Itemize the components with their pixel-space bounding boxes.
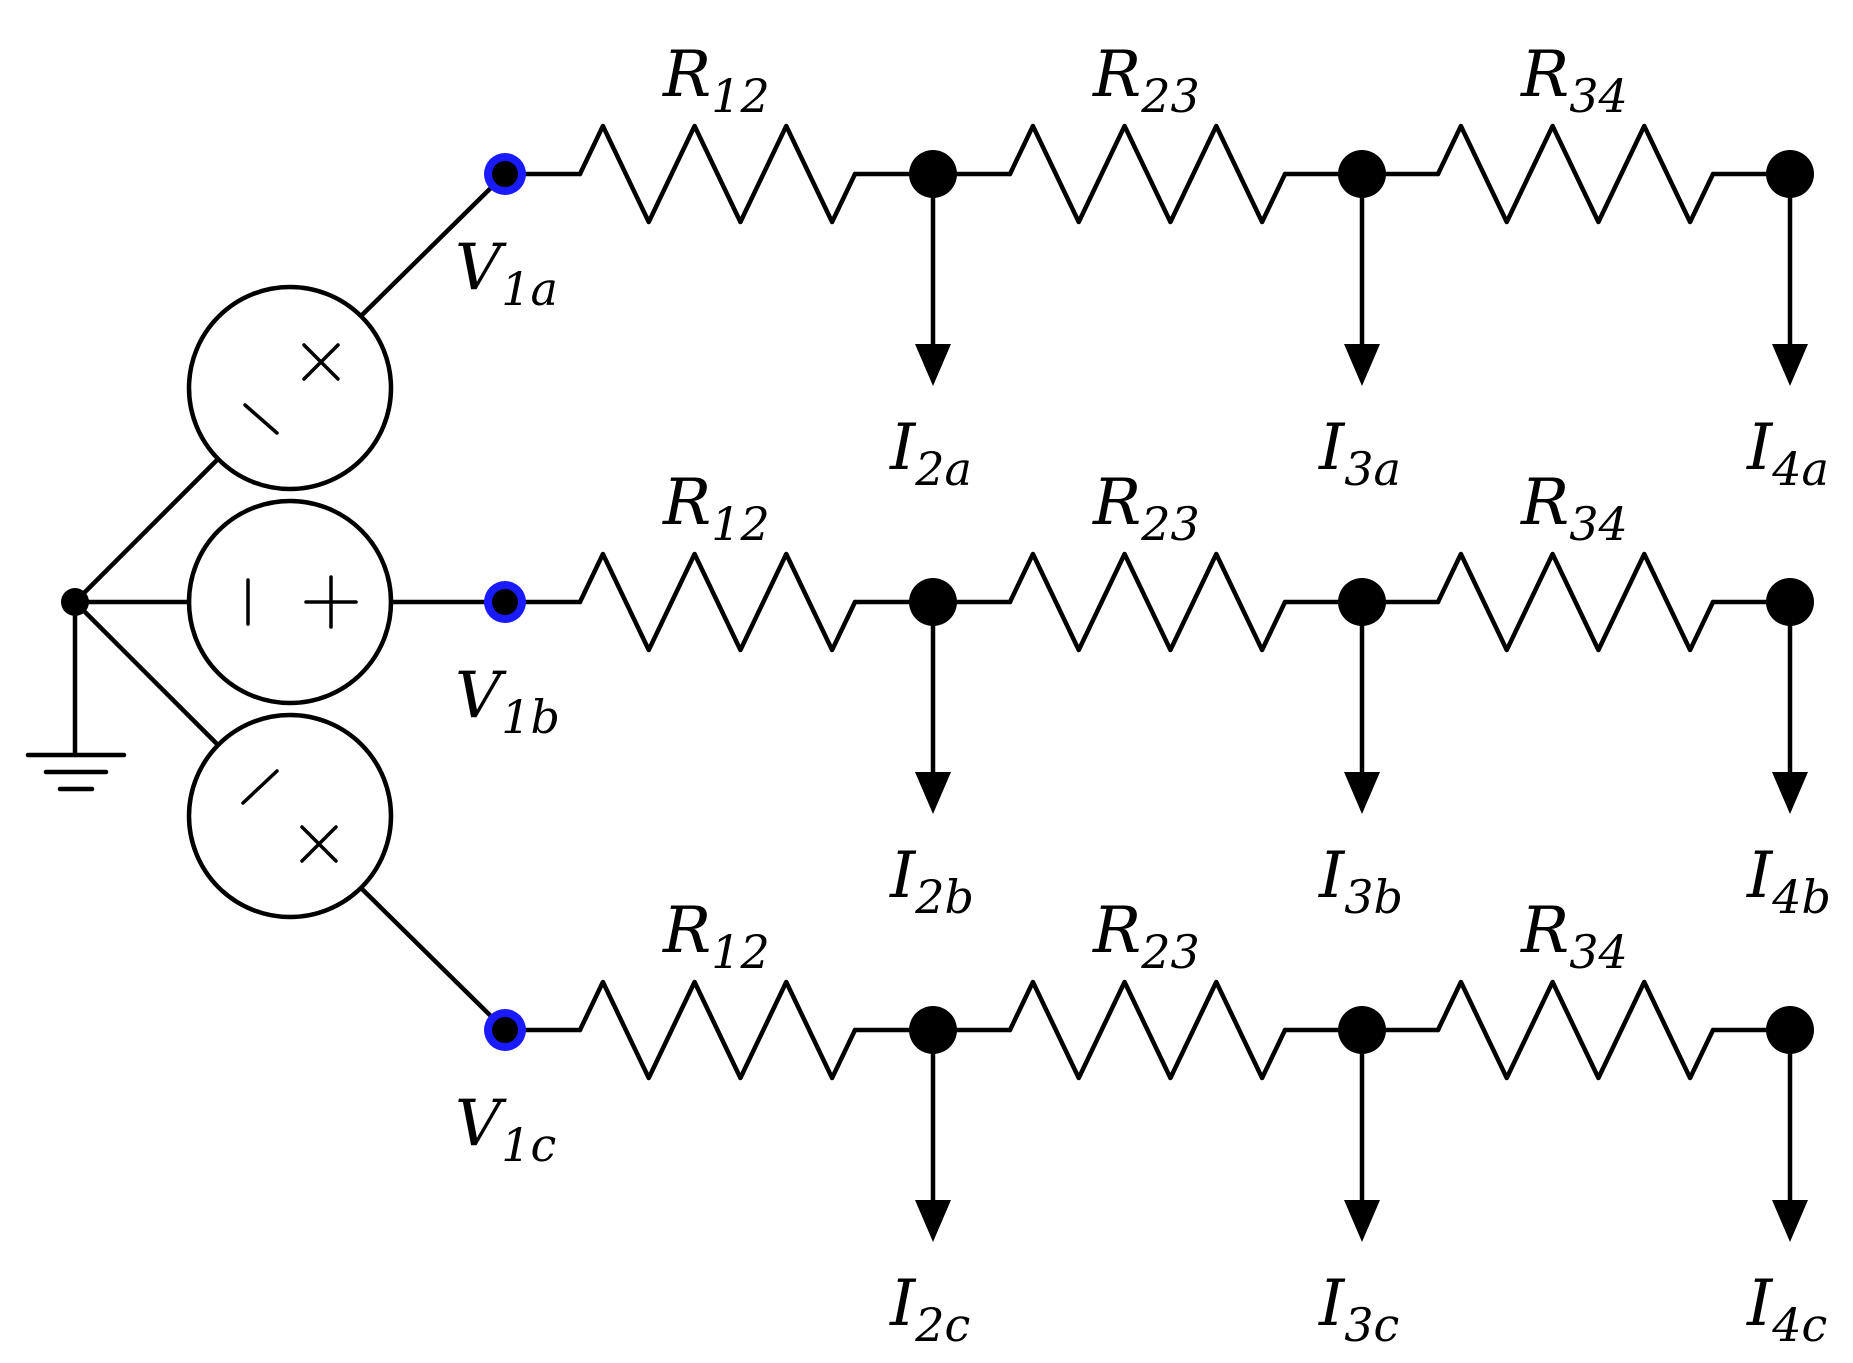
load-current-label: I2c — [889, 1267, 970, 1352]
resistor-23 — [1007, 123, 1288, 225]
resistor-label: R34 — [1520, 894, 1628, 979]
resistor-label: R12 — [662, 466, 770, 551]
resistor-12 — [577, 979, 858, 1081]
source-a — [72, 171, 508, 605]
load-current-label: I4a — [1746, 411, 1829, 496]
resistor-label: R34 — [1520, 466, 1628, 551]
resistor-label: R12 — [662, 38, 770, 123]
terminal-voltage-label: V1b — [455, 659, 560, 744]
resistor-34 — [1435, 979, 1716, 1081]
current-arrow-icon — [915, 772, 951, 814]
resistor-34 — [1435, 551, 1716, 653]
load-current-label: I2b — [889, 839, 974, 924]
resistor-label: R23 — [1092, 894, 1200, 979]
resistor-12 — [577, 551, 858, 653]
current-arrow-icon — [915, 344, 951, 386]
terminal-voltage-label: V1a — [455, 231, 558, 316]
source-b — [72, 498, 508, 706]
load-current-label: I3b — [1318, 839, 1403, 924]
current-arrow-icon — [1772, 772, 1808, 814]
resistor-label: R34 — [1520, 38, 1628, 123]
current-arrow-icon — [1344, 344, 1380, 386]
resistor-label: R23 — [1092, 38, 1200, 123]
terminal-voltage-label: V1c — [455, 1087, 556, 1172]
neutral-ground — [25, 588, 127, 792]
resistor-label: R23 — [1092, 466, 1200, 551]
current-arrow-icon — [1772, 1200, 1808, 1242]
resistor-23 — [1007, 551, 1288, 653]
source-c — [72, 599, 508, 1033]
load-current-label: I4b — [1746, 839, 1831, 924]
minus-sign — [243, 403, 279, 435]
resistor-12 — [577, 123, 858, 225]
minus-sign — [241, 769, 279, 805]
load-current-label: I2a — [889, 411, 972, 496]
resistor-label: R12 — [662, 894, 770, 979]
resistor-23 — [1007, 979, 1288, 1081]
current-arrow-icon — [1344, 1200, 1380, 1242]
current-arrow-icon — [1772, 344, 1808, 386]
current-arrow-icon — [915, 1200, 951, 1242]
load-current-label: I3a — [1318, 411, 1401, 496]
resistor-34 — [1435, 123, 1716, 225]
load-current-label: I4c — [1746, 1267, 1827, 1352]
load-current-label: I3c — [1318, 1267, 1399, 1352]
current-arrow-icon — [1344, 772, 1380, 814]
